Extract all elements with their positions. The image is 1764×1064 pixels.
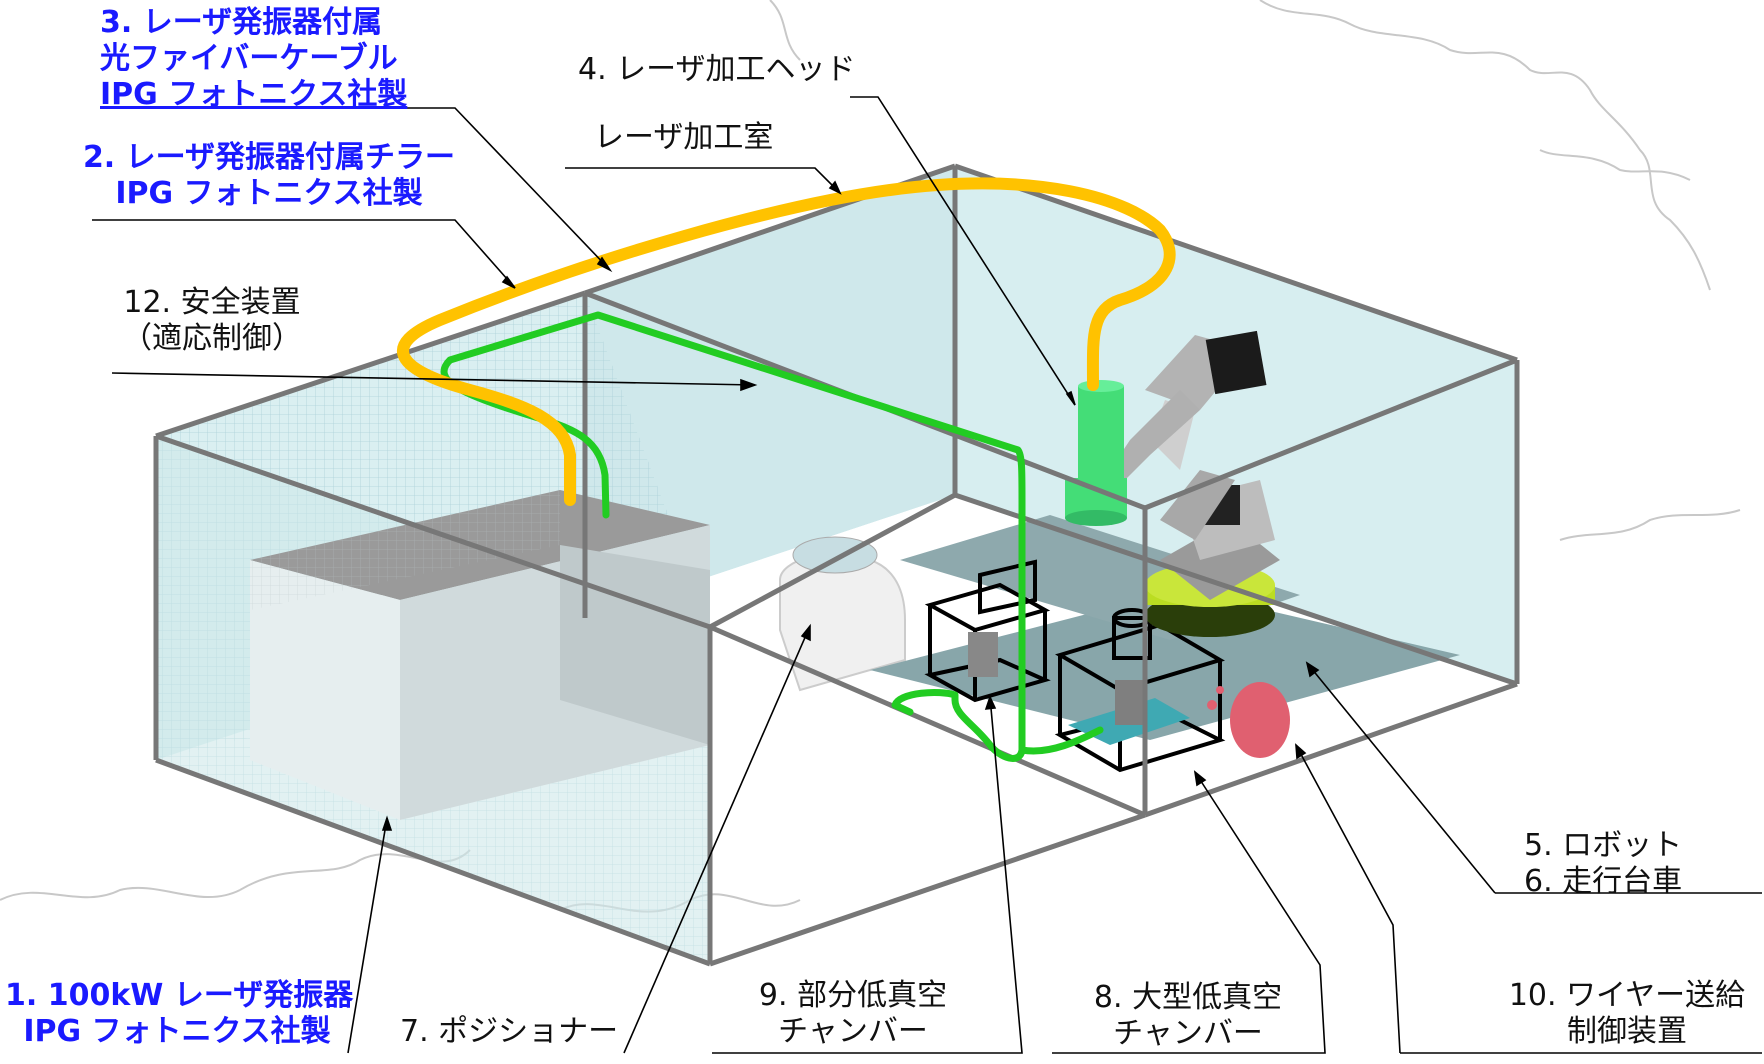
positioner-label: 7. ポジショナー: [400, 1014, 619, 1049]
fiber-cable-label: 3. レーザ発振器付属 光ファイバーケーブル IPG フォトニクス社製: [100, 5, 408, 112]
large-chamber-label: 8. 大型低真空 チャンバー: [1093, 980, 1283, 1051]
laser-head-label: 4. レーザ加工ヘッド: [578, 52, 856, 87]
leader-lines: [92, 96, 1762, 1054]
chiller-label: 2. レーザ発振器付属チラー IPG フォトニクス社製: [82, 140, 456, 211]
laser-head: [1065, 380, 1127, 526]
partial-chamber-label: 9. 部分低真空 チャンバー: [758, 978, 948, 1049]
laser-room-label: レーザ加工室: [594, 120, 774, 155]
robot-arm: [1110, 330, 1280, 637]
robot-carriage-label: 5. ロボット 6. 走行台車: [1524, 828, 1683, 899]
safety-device-label: 12. 安全装置 （適応制御）: [122, 285, 302, 356]
wire-feed-label: 10. ワイヤー送給 制御装置: [1508, 978, 1746, 1049]
fiber-cable: [397, 177, 1176, 506]
laser-oscillator-label: 1. 100kW レーザ発振器 IPG フォトニクス社製: [5, 978, 354, 1049]
